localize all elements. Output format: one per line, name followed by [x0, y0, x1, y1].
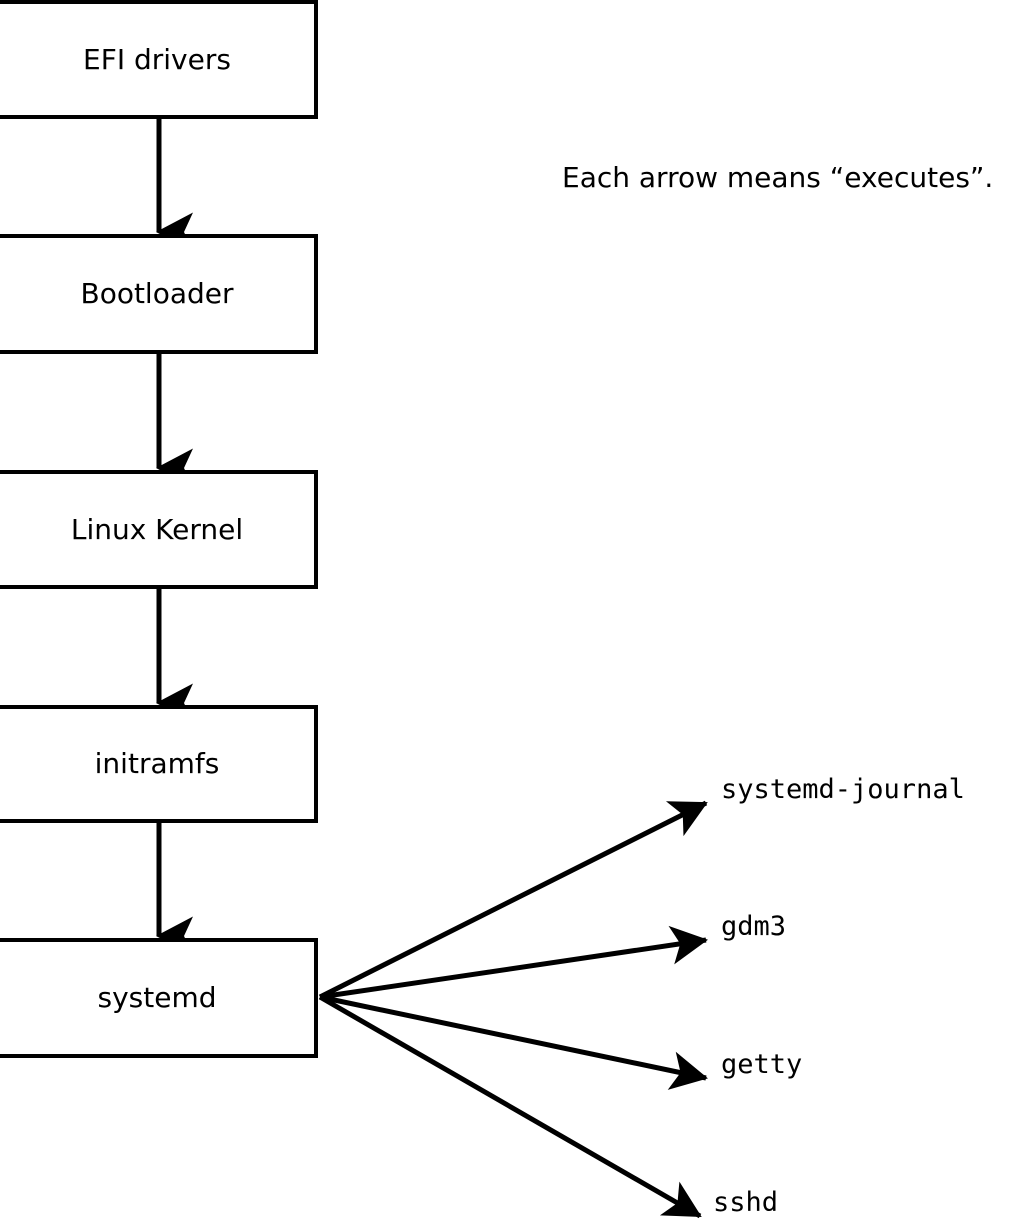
service-label-getty[interactable]: getty	[721, 1049, 803, 1080]
node-linux-kernel[interactable]: Linux Kernel	[0, 470, 318, 589]
fanout-arrow-systemd-to-sshd	[318, 994, 702, 1219]
node-label-bootloader: Bootloader	[80, 277, 234, 310]
diagram-caption: Each arrow means “executes”.	[562, 161, 994, 194]
node-label-initramfs: initramfs	[94, 747, 220, 780]
fanout-arrow-group	[318, 800, 708, 1219]
node-label-efi-drivers: EFI drivers	[83, 42, 231, 76]
fanout-arrow-systemd-to-getty	[319, 994, 708, 1090]
node-label-systemd: systemd	[97, 981, 217, 1014]
node-efi-drivers[interactable]: EFI drivers	[0, 0, 318, 119]
node-systemd[interactable]: systemd	[0, 938, 318, 1058]
service-label-systemd-journal[interactable]: systemd-journal	[721, 774, 965, 805]
node-label-linux-kernel: Linux Kernel	[70, 512, 244, 546]
node-initramfs[interactable]: initramfs	[0, 705, 318, 823]
fanout-arrow-systemd-to-systemd-journal	[318, 800, 708, 1000]
service-label-gdm3[interactable]: gdm3	[721, 911, 787, 942]
fanout-arrow-systemd-to-gdm3	[319, 925, 708, 1000]
service-label-sshd[interactable]: sshd	[713, 1187, 779, 1218]
node-bootloader[interactable]: Bootloader	[0, 234, 318, 354]
